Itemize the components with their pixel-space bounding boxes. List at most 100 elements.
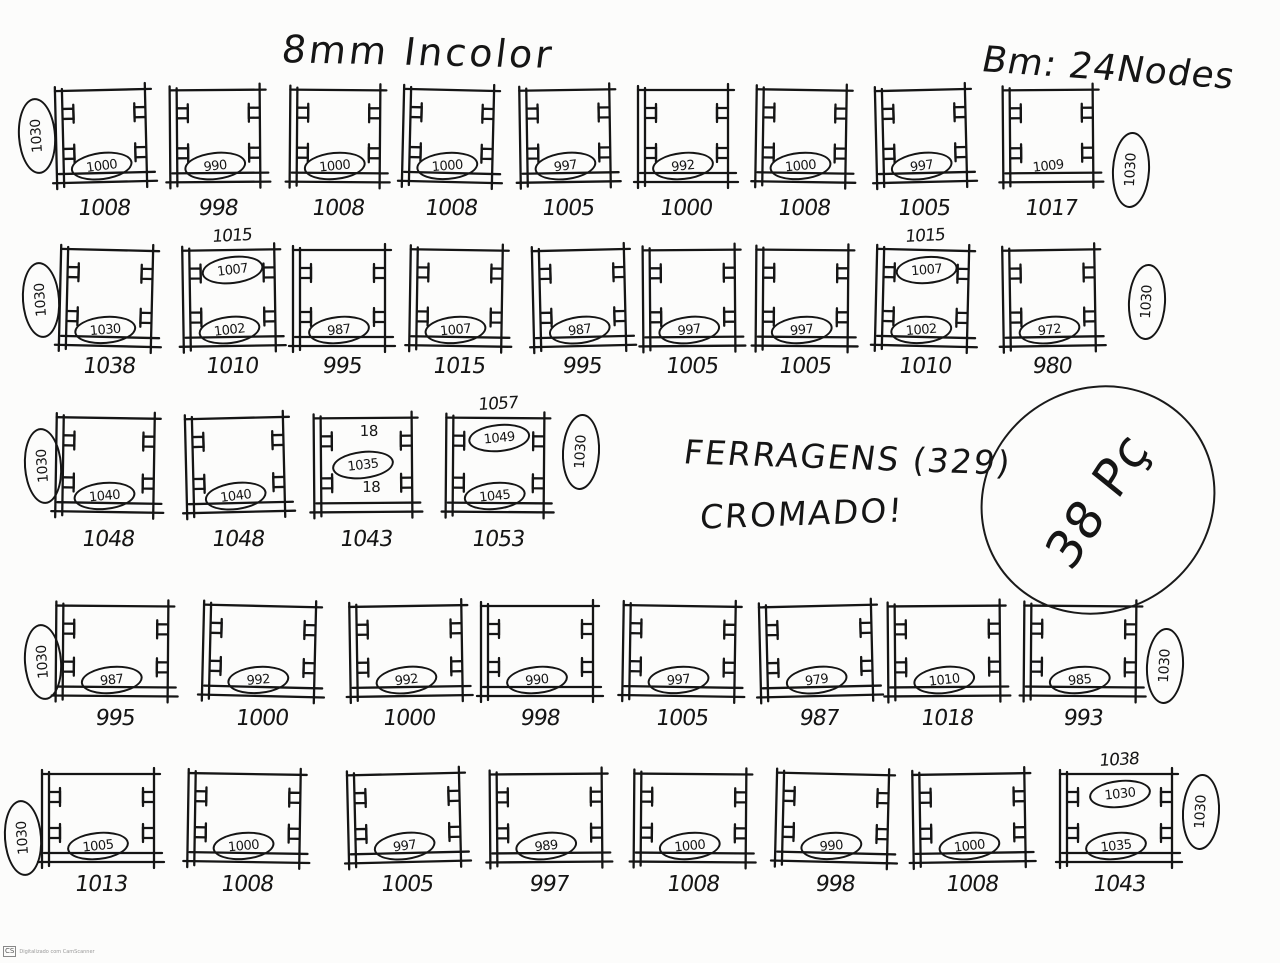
- hinge-marks: [66, 262, 153, 328]
- panel-width-label: 1018: [919, 706, 975, 731]
- scanner-logo-icon: CS: [3, 946, 17, 957]
- panel-width-label: 1008: [776, 196, 832, 221]
- hinge-marks: [194, 786, 301, 844]
- hinge-marks: [487, 618, 594, 678]
- panel-width-label: 1005: [664, 354, 720, 379]
- glass-panel: 972: [998, 242, 1107, 354]
- glass-panel: 1000: [284, 83, 391, 190]
- hinge-marks: [192, 430, 285, 494]
- glass-panel: 990: [165, 82, 272, 190]
- panel-width-label: 980: [1030, 354, 1074, 379]
- panel-frame: [628, 767, 757, 870]
- hinge-marks: [644, 102, 729, 164]
- panel-frame: [908, 766, 1037, 871]
- glass-panel: 989: [485, 766, 614, 870]
- hinge-marks: [766, 617, 873, 679]
- panel-width-label: 1008: [944, 872, 1000, 897]
- hardware-note: FERRAGENS (329): [681, 432, 1015, 483]
- glass-panel: 1000: [396, 83, 504, 191]
- right-height-tag: 1030: [1110, 131, 1152, 209]
- glass-panel: 990: [475, 598, 605, 704]
- panel-width-label: 1048: [80, 527, 136, 552]
- panel-frame: [638, 242, 747, 354]
- right-height-value: 1030: [572, 434, 590, 470]
- hinge-marks: [649, 262, 736, 328]
- hinge-marks: [526, 102, 611, 164]
- glass-panel: 985: [1018, 599, 1147, 704]
- panel-width-label: 1008: [665, 872, 721, 897]
- hinge-marks: [416, 262, 503, 328]
- glass-panel: 1010: [883, 598, 1012, 704]
- panel-width-label: 1008: [423, 196, 479, 221]
- hinge-marks: [629, 618, 736, 678]
- hinge-marks: [62, 430, 155, 494]
- right-height-value: 1030: [1138, 284, 1156, 320]
- panel-frame: [50, 411, 165, 520]
- glass-panel: 992: [632, 82, 740, 190]
- right-height-value: 1030: [1156, 648, 1174, 684]
- panel-width-label: 1000: [234, 706, 290, 731]
- right-height-tag: 1030: [560, 413, 602, 491]
- hinge-marks: [1009, 102, 1094, 164]
- panel-frame: [750, 243, 859, 354]
- right-height-value: 1030: [1122, 152, 1140, 188]
- panel-frame: [50, 599, 179, 704]
- hinge-marks: [320, 430, 413, 494]
- glass-panel: 997: [343, 765, 473, 871]
- panel-frame: [1054, 766, 1184, 870]
- glass-panel: 1040: [181, 409, 297, 521]
- panel-width-label: 1000: [658, 196, 714, 221]
- panel-width-label: 1005: [379, 872, 435, 897]
- glass-panel: 992: [345, 598, 474, 705]
- hinge-marks: [782, 785, 889, 845]
- glass-panel: 1000: [750, 83, 857, 190]
- panel-width-label: 1010: [897, 354, 953, 379]
- hinge-marks: [640, 786, 747, 844]
- hinge-marks: [1009, 262, 1096, 328]
- panel-frame: [343, 765, 473, 871]
- panel-frame: [1018, 599, 1147, 704]
- glass-panel: 997: [617, 599, 746, 704]
- panel-frame: [36, 766, 166, 870]
- scanner-watermark: CS Digitalizado com CamScanner: [3, 946, 95, 957]
- hinge-marks: [762, 262, 849, 328]
- left-height-value: 1030: [33, 644, 53, 680]
- panel-frame: [287, 242, 397, 354]
- panel-width-label: 1005: [896, 196, 952, 221]
- panel-width-label: 998: [813, 872, 857, 897]
- panel-frame: [750, 83, 857, 190]
- hinge-marks: [209, 617, 316, 679]
- panel-frame: [871, 81, 979, 191]
- panel-frame: [178, 242, 287, 354]
- panel-frame: [515, 82, 622, 190]
- gap-mark-bottom: 18: [362, 477, 381, 497]
- panel-width-label: 1048: [210, 527, 266, 552]
- panel-frame: [181, 409, 297, 521]
- glass-panel: 1000: [182, 767, 311, 870]
- hinge-marks: [409, 102, 494, 164]
- hinge-marks: [762, 102, 847, 164]
- left-height-value: 1030: [31, 282, 51, 318]
- panel-width-label: 1038: [81, 354, 137, 379]
- panel-frame: [53, 243, 163, 355]
- panel-frame: [196, 599, 326, 705]
- glass-panel: 1000: [51, 81, 159, 191]
- glass-panel: 1040: [50, 411, 165, 520]
- right-height-tag: 1030: [1180, 773, 1222, 851]
- panel-frame: [182, 767, 311, 870]
- glass-panel: 1007: [404, 243, 513, 354]
- right-height-tag: 1030: [1126, 263, 1168, 341]
- panel-width-label: 1000: [381, 706, 437, 731]
- panel-frame: [345, 598, 474, 705]
- panel-width-label: 987: [797, 706, 841, 731]
- left-height-value: 1030: [27, 118, 47, 154]
- panel-width-label: 1008: [76, 196, 132, 221]
- panel-width-label: 1017: [1023, 196, 1079, 221]
- hinge-marks: [189, 262, 276, 328]
- scanner-text: Digitalizado com CamScanner: [19, 948, 95, 955]
- glass-panel: 992: [196, 599, 326, 705]
- panel-width-label: 1005: [777, 354, 833, 379]
